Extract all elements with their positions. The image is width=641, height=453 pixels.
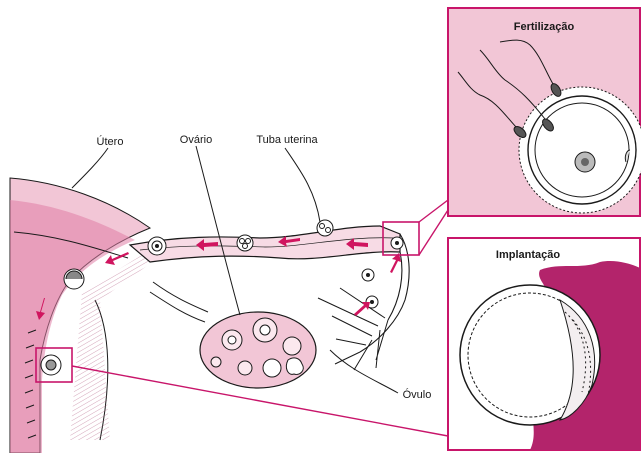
ovary — [150, 282, 316, 388]
implantation-inset: Implantação — [448, 238, 640, 450]
uterus-wall — [10, 178, 155, 453]
fertilization-title: Fertilização — [514, 21, 575, 33]
implantation-title: Implantação — [496, 249, 560, 261]
label-utero: Útero — [97, 135, 124, 148]
label-ovario: Ovário — [180, 134, 212, 146]
fertilization-inset: Fertilização — [448, 8, 641, 216]
label-ovulo: Óvulo — [403, 388, 432, 401]
zygote — [317, 220, 333, 236]
label-tuba-uterina: Tuba uterina — [256, 134, 318, 146]
